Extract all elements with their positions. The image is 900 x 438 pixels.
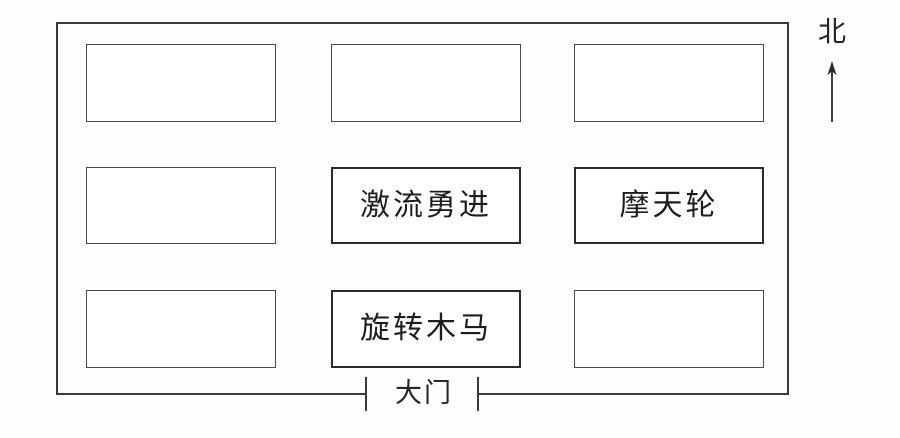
park-wall-bottom-left: [56, 393, 366, 395]
compass-north-label: 北: [817, 17, 846, 48]
arrow-up-icon: [827, 61, 837, 122]
park-wall-bottom-right: [477, 393, 789, 395]
plot-label-ferris-wheel: 摩天轮: [619, 188, 719, 222]
plot-r1c2: [331, 44, 521, 122]
plot-label-log-flume: 激流勇进: [360, 188, 492, 222]
plot-log-flume: 激流勇进: [331, 167, 521, 244]
gate-jamb-right: [477, 377, 479, 411]
park-wall-right: [787, 22, 789, 394]
plot-label-carousel: 旋转木马: [360, 312, 492, 345]
park-wall-left: [56, 22, 58, 394]
plot-r1c1: [86, 44, 276, 122]
plot-r2c1: [86, 167, 276, 244]
park-wall-top: [56, 22, 789, 24]
plot-r1c3: [574, 44, 764, 122]
plot-r3c1: [86, 290, 276, 368]
gate-label: 大门: [395, 378, 453, 408]
plot-r3c3: [574, 290, 764, 368]
gate-jamb-left: [365, 377, 367, 411]
plot-ferris-wheel: 摩天轮: [574, 167, 764, 244]
compass: 北: [806, 16, 858, 124]
plot-carousel: 旋转木马: [331, 290, 521, 368]
